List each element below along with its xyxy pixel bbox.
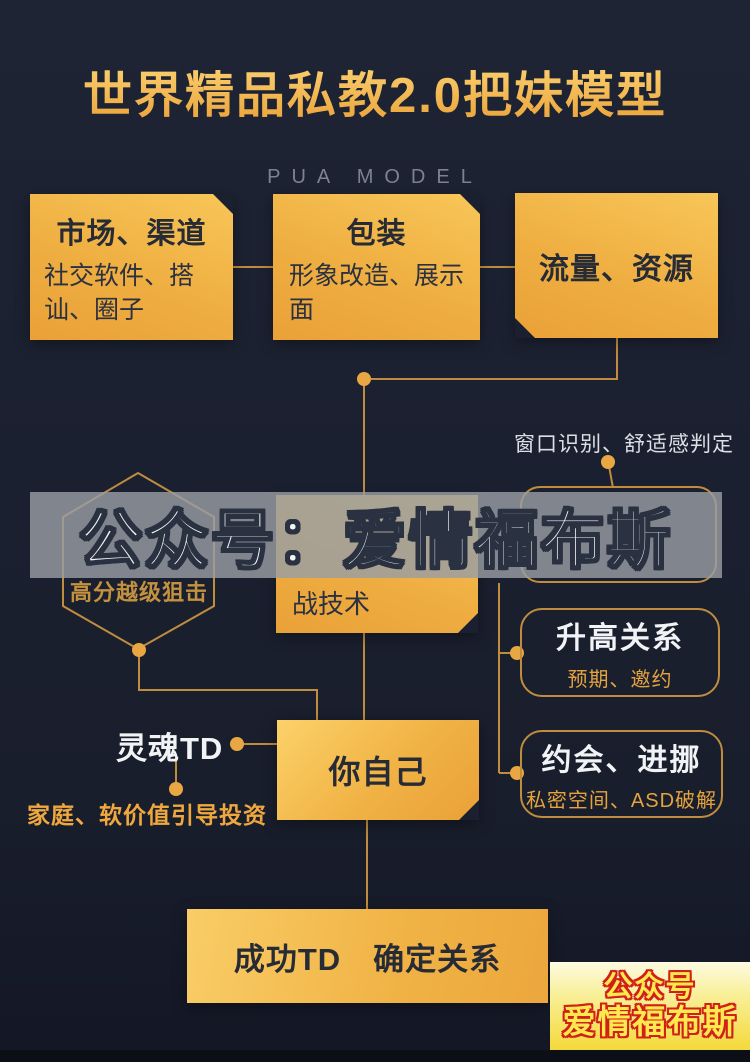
logo-line2: 爱情福布斯: [562, 1002, 738, 1040]
node-date-escalate-desc: 私密空间、ASD破解: [525, 790, 718, 812]
node-success-title: 成功TD 确定关系: [233, 941, 502, 977]
node-traffic-title: 流量、资源: [539, 252, 694, 286]
corner-notch: [460, 194, 480, 214]
watermark-band: 公众号：爱情福布斯: [30, 492, 722, 578]
logo-badge: 公众号 爱情福布斯: [550, 962, 750, 1050]
node-market-title: 市场、渠道: [56, 218, 207, 250]
soul-td-label: 灵魂TD: [116, 731, 224, 766]
node-date-escalate: 约会、进挪 私密空间、ASD破解: [520, 730, 723, 818]
logo-line1: 公众号: [603, 970, 697, 1003]
node-packaging-desc: 形象改造、展示面: [289, 262, 465, 324]
page-title: 世界精品私教2.0把妹模型: [0, 56, 750, 127]
connector-annot-chat: [608, 465, 614, 489]
node-date-escalate-title: 约会、进挪: [541, 744, 702, 777]
watermark-text: 公众号：爱情福布斯: [78, 505, 673, 577]
corner-notch: [515, 318, 535, 338]
node-packaging: 包装 形象改造、展示面: [273, 194, 480, 340]
node-traffic: 流量、资源: [515, 193, 718, 338]
node-elevate-title: 升高关系: [556, 622, 684, 655]
node-combat-desc: 战技术: [292, 589, 371, 619]
annotation-window-judgement: 窗口识别、舒适感判定: [514, 433, 734, 456]
node-yourself-title: 你自己: [328, 754, 428, 790]
connector-dot: [132, 643, 146, 657]
connector-dot: [357, 372, 371, 386]
node-elevate-desc: 预期、邀约: [567, 669, 673, 691]
connector-dot: [169, 782, 183, 796]
family-invest-label: 家庭、软价值引导投资: [27, 802, 267, 828]
corner-notch: [458, 613, 478, 633]
connector-dot: [230, 737, 244, 751]
connector-hexagon-yourself: [138, 650, 318, 722]
page-subtitle: PUA MODEL: [267, 166, 483, 188]
node-success: 成功TD 确定关系: [187, 909, 548, 1003]
node-market-desc: 社交软件、搭讪、圈子: [44, 262, 195, 324]
connector-traffic-combat: [363, 338, 618, 497]
hexagon-label: 高分越级狙击: [69, 580, 208, 605]
connector-dot: [601, 455, 615, 469]
node-elevate: 升高关系 预期、邀约: [520, 608, 720, 697]
node-packaging-title: 包装: [346, 218, 407, 250]
corner-notch: [459, 800, 479, 820]
node-yourself: 你自己: [277, 720, 479, 820]
corner-notch: [213, 194, 233, 214]
bottom-band: [0, 1050, 750, 1062]
node-market: 市场、渠道 社交软件、搭讪、圈子: [30, 194, 233, 340]
